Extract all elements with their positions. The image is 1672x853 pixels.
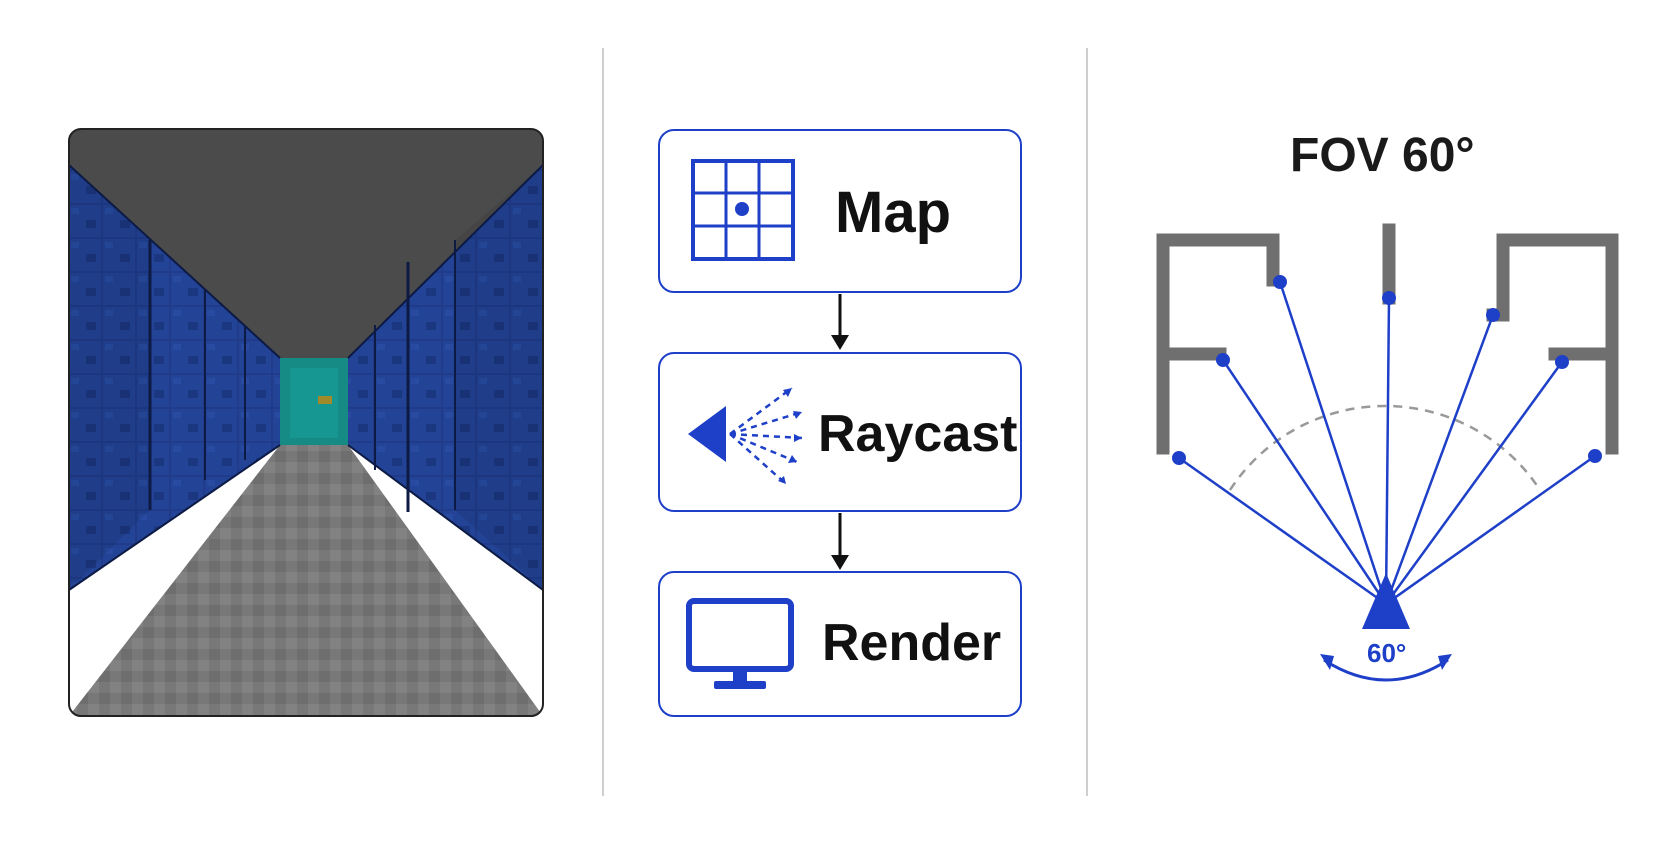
render-step-label: Render (822, 614, 1002, 672)
grid-map-icon (691, 159, 795, 261)
fov-title: FOV 60° (1290, 129, 1475, 182)
ray-hit-point (1588, 449, 1602, 463)
ray-hit-point (1216, 353, 1230, 367)
ray-hit-point (1172, 451, 1186, 465)
fov-arc (1228, 404, 1542, 491)
floor (69, 445, 543, 716)
ray-hit-point (1486, 308, 1500, 322)
player-marker (1362, 573, 1410, 629)
ray (1221, 359, 1388, 605)
raycast-step-box: Raycast (658, 352, 1022, 512)
divider-left (602, 48, 604, 796)
fov-angle-label: 60° (1367, 638, 1407, 668)
left-wall (69, 165, 280, 590)
ray (1384, 297, 1391, 605)
ray (1385, 454, 1596, 606)
ray (1384, 314, 1495, 605)
render-step-box: Render (658, 571, 1022, 717)
ray-hit-point (1273, 275, 1287, 289)
ray-hit-point (1382, 291, 1396, 305)
monitor-icon (686, 598, 794, 689)
map-wall-right (1486, 233, 1619, 455)
raycast-step-label: Raycast (818, 405, 1018, 463)
divider-right (1086, 48, 1088, 796)
map-step-label: Map (835, 180, 951, 245)
ray (1278, 281, 1388, 605)
raycast-icon (688, 386, 803, 485)
map-step-box: Map (658, 129, 1022, 293)
map-wall-left (1156, 233, 1280, 455)
fov-angle-arc (1323, 658, 1449, 682)
ray (1178, 456, 1387, 606)
right-wall (348, 165, 543, 590)
ray (1384, 361, 1564, 605)
ray-hit-point (1555, 355, 1569, 369)
ceiling (69, 129, 543, 358)
